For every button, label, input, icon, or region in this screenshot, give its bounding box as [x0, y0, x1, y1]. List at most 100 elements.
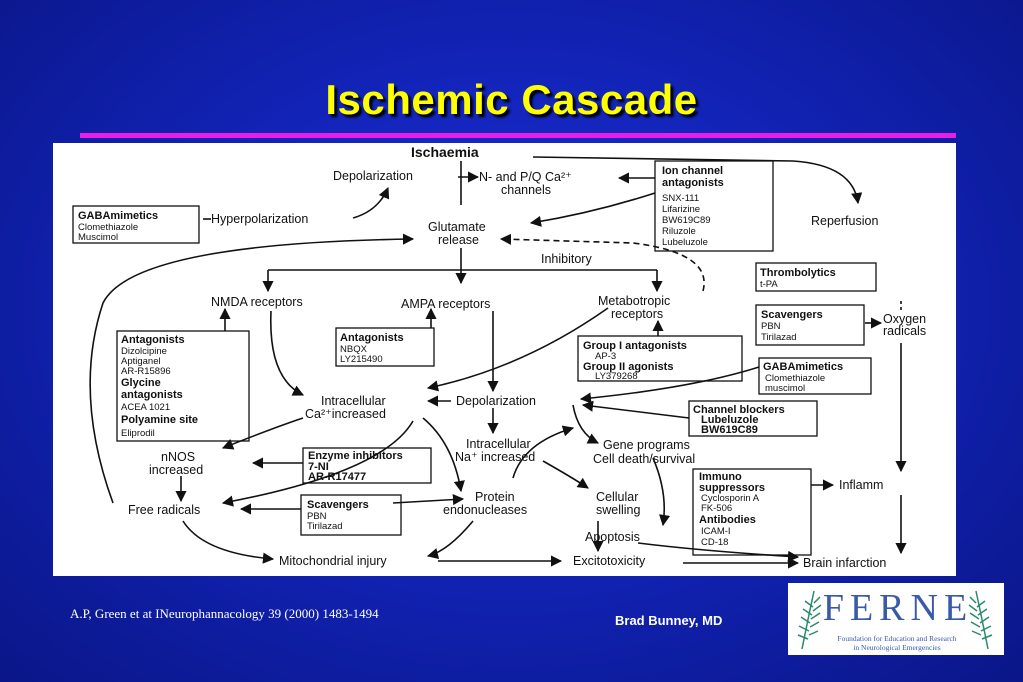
node-protein: Protein: [475, 490, 515, 504]
immuno-item: CD-18: [701, 537, 728, 548]
box-scavengers-top: [755, 304, 865, 346]
label-inhibitory: Inhibitory: [541, 252, 592, 266]
box-gaba2: [758, 357, 872, 395]
group-title: Group I antagonists: [583, 340, 687, 352]
box-group: [577, 335, 743, 382]
node-oxygen: Oxygen: [883, 312, 926, 326]
antag-ampa-item: LY215490: [340, 354, 383, 365]
immuno-item: Cyclosporin A: [701, 493, 760, 504]
box-scavengers-mid: [300, 494, 402, 536]
cascade-diagram: Ischaemia Depolarization N- and P/Q Ca²⁺…: [53, 143, 956, 576]
gaba2-title: GABAmimetics: [763, 361, 843, 373]
node-glutamate: Glutamate: [428, 220, 486, 234]
box-channel-blockers: [688, 400, 818, 437]
antag-left-item: ACEA 1021: [121, 402, 170, 413]
box-antagonists-ampa: [335, 327, 435, 367]
ion-item: Lifarizine: [662, 204, 700, 215]
group-title: Group II agonists: [583, 361, 673, 373]
node-free-radicals: Free radicals: [128, 503, 200, 517]
immuno-item: FK-506: [701, 503, 732, 514]
box-immuno: [692, 468, 812, 556]
antag-left-title: Glycine: [121, 377, 161, 389]
node-protein-2: endonucleases: [443, 503, 527, 517]
gaba1-item: Clomethiazole: [78, 222, 138, 233]
node-nmda: NMDA receptors: [211, 295, 303, 309]
cb-title: Channel blockers: [693, 404, 785, 416]
box-thrombolytics: [755, 262, 877, 292]
antag-left-item: Dizolcipine: [121, 346, 167, 357]
enzyme-item: AR-R17477: [308, 471, 366, 483]
node-inflamm: Inflamm: [839, 478, 883, 492]
gaba2-item: muscimol: [765, 383, 805, 394]
gaba1-item: Muscimol: [78, 232, 118, 243]
antag-ampa-item: NBQX: [340, 344, 368, 355]
immuno-title: Antibodies: [699, 514, 756, 526]
scav-mid-item: PBN: [307, 511, 327, 522]
node-hyperpolarization: Hyperpolarization: [211, 212, 308, 226]
node-cellular-2: swelling: [596, 503, 641, 517]
arrow-hyper-depol: [352, 186, 390, 219]
node-cell-death: Cell death/survival: [593, 452, 695, 466]
node-metabotropic-2: receptors: [611, 307, 663, 321]
cb-item: BW619C89: [701, 424, 758, 436]
node-depolarization-mid: Depolarization: [456, 394, 536, 408]
scavengers-top-item: Tirilazad: [761, 332, 797, 343]
node-intracellular-na: Intracellular: [466, 437, 531, 451]
node-intracellular-ca-2: Ca²⁺increased: [305, 407, 386, 421]
antag-left-item: Aptiganel: [121, 356, 161, 367]
box-ion-channel: [654, 160, 774, 252]
enzyme-title: Enzyme inhibitors: [308, 450, 403, 462]
thrombolytics-item: t-PA: [760, 279, 778, 290]
antag-left-title: Antagonists: [121, 334, 185, 346]
antag-ampa-title: Antagonists: [340, 332, 404, 344]
ion-item: BW619C89: [662, 215, 711, 226]
enzyme-item: 7-NI: [308, 461, 329, 473]
boxes: [72, 160, 877, 556]
node-mito: Mitochondrial injury: [279, 554, 387, 568]
node-intracellular-ca: Intracellular: [321, 394, 386, 408]
box-enzyme: [302, 447, 432, 484]
cb-item: Lubeluzole: [701, 414, 758, 426]
scavengers-top-item: PBN: [761, 321, 781, 332]
arrow-freeradicals-glutamate: [89, 233, 415, 504]
node-apoptosis: Apoptosis: [585, 530, 640, 544]
gaba1-title: GABAmimetics: [78, 210, 158, 222]
node-np-channels-2: channels: [501, 183, 551, 197]
node-oxygen-2: radicals: [883, 324, 926, 338]
immuno-title: suppressors: [699, 482, 765, 494]
node-metabotropic: Metabotropic: [598, 294, 670, 308]
arrow-ischaemia-reperfusion: [532, 156, 863, 205]
node-gene-programs: Gene programs: [603, 438, 690, 452]
antag-left-title: Polyamine site: [121, 414, 198, 426]
antag-left-item: Eliprodil: [121, 428, 155, 439]
logo-word: FERNE: [822, 587, 974, 629]
immuno-title: Immuno: [699, 471, 742, 483]
node-np-channels: N- and P/Q Ca²⁺: [479, 170, 572, 184]
group-item: LY379268: [595, 371, 638, 382]
ion-item: Riluzole: [662, 226, 696, 237]
thrombolytics-title: Thrombolytics: [760, 267, 836, 279]
fern-leaf-icon: [797, 590, 993, 650]
ion-item: SNX-111: [662, 193, 699, 204]
node-excito: Excitotoxicity: [573, 554, 646, 568]
ion-title: Ion channel: [662, 165, 723, 177]
node-intracellular-na-2: Na⁺ increased: [455, 450, 535, 464]
node-brain-infarction: Brain infarction: [803, 556, 886, 570]
title-underline: [80, 133, 956, 138]
node-nnos-2: increased: [149, 463, 203, 477]
group-item: AP-3: [595, 351, 616, 362]
node-cellular: Cellular: [596, 490, 638, 504]
gaba2-item: Clomethiazole: [765, 373, 825, 384]
node-glutamate-2: release: [438, 233, 479, 247]
ion-item: Lubeluzole: [662, 237, 708, 248]
node-depolarization-top: Depolarization: [333, 169, 413, 183]
node-nnos: nNOS: [161, 450, 195, 464]
antag-left-title: antagonists: [121, 389, 183, 401]
node-ampa: AMPA receptors: [401, 297, 490, 311]
node-ischaemia: Ischaemia: [411, 144, 479, 160]
ion-title: antagonists: [662, 177, 724, 189]
logo-subtitle: Foundation for Education and Research: [837, 634, 957, 643]
box-antagonists-left: [116, 330, 250, 442]
scavengers-top-title: Scavengers: [761, 309, 823, 321]
arrow-ion-glutamate: [529, 192, 656, 227]
